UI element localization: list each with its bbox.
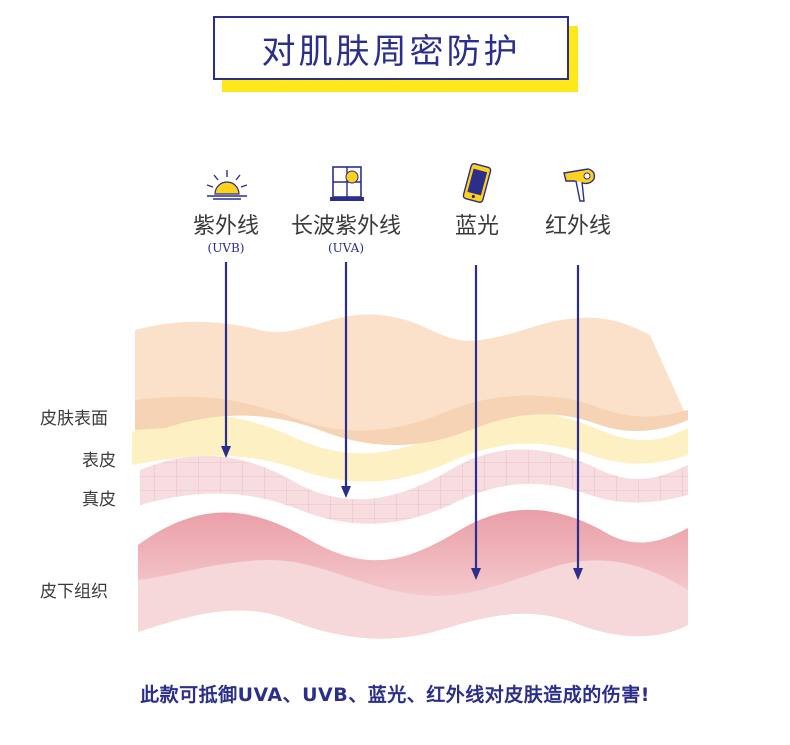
footer-caption: 此款可抵御UVA、UVB、蓝光、红外线对皮肤造成的伤害! bbox=[140, 684, 650, 706]
skin-surface-layer bbox=[135, 314, 688, 445]
ray-sub-uva: (UVA) bbox=[328, 241, 364, 255]
dermis-layer bbox=[140, 449, 688, 524]
layer-label-dermis: 真皮 bbox=[82, 490, 116, 510]
ray-label-infrared: 红外线 bbox=[544, 214, 612, 239]
layer-label-subcutaneous: 皮下组织 bbox=[40, 582, 108, 602]
subcutaneous-layer bbox=[138, 509, 688, 639]
layer-label-skin-surface: 皮肤表面 bbox=[40, 409, 108, 429]
ray-label-blue-light: 蓝光 bbox=[454, 214, 500, 239]
title-box: 对肌肤周密防护 bbox=[213, 16, 569, 80]
ray-label-uva: 长波紫外线 bbox=[290, 214, 402, 239]
page-title: 对肌肤周密防护 bbox=[261, 31, 521, 72]
epidermis-layer bbox=[132, 412, 688, 482]
window-sun-icon bbox=[330, 166, 364, 201]
ray-label-uvb: 紫外线 bbox=[192, 214, 260, 239]
layer-label-epidermis: 表皮 bbox=[82, 451, 116, 471]
ray-sub-uvb: (UVB) bbox=[207, 241, 245, 255]
ray-arrows bbox=[221, 262, 583, 580]
phone-icon bbox=[462, 162, 492, 204]
sun-icon bbox=[206, 170, 248, 200]
hair-dryer-icon bbox=[563, 168, 596, 202]
